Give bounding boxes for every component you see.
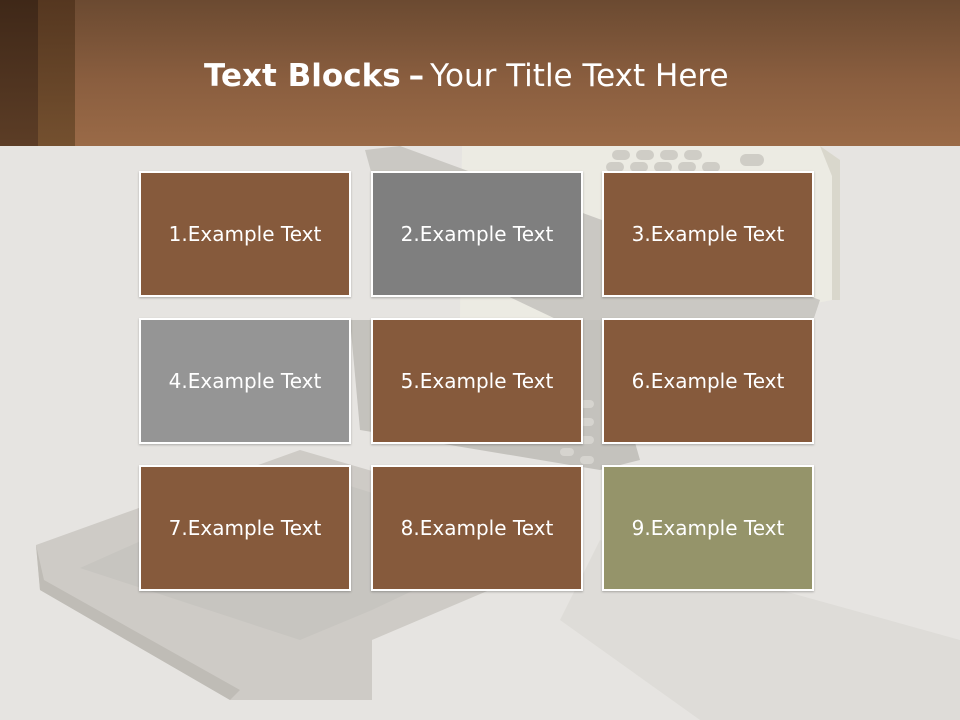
title-rest: Your Title Text Here <box>430 58 729 94</box>
title-dash: – <box>408 58 425 94</box>
text-block-8[interactable]: 8.Example Text <box>371 465 583 591</box>
text-block-5[interactable]: 5.Example Text <box>371 318 583 444</box>
text-block-7[interactable]: 7.Example Text <box>139 465 351 591</box>
header-accent-strip <box>38 0 75 146</box>
text-block-9[interactable]: 9.Example Text <box>602 465 814 591</box>
text-block-4[interactable]: 4.Example Text <box>139 318 351 444</box>
page-title: Text Blocks–Your Title Text Here <box>204 54 729 98</box>
text-block-2[interactable]: 2.Example Text <box>371 171 583 297</box>
text-block-6[interactable]: 6.Example Text <box>602 318 814 444</box>
text-block-1[interactable]: 1.Example Text <box>139 171 351 297</box>
header-band: Text Blocks–Your Title Text Here <box>0 0 960 146</box>
header-accent-strip-dark <box>0 0 38 146</box>
text-block-3[interactable]: 3.Example Text <box>602 171 814 297</box>
title-bold: Text Blocks <box>204 58 401 94</box>
